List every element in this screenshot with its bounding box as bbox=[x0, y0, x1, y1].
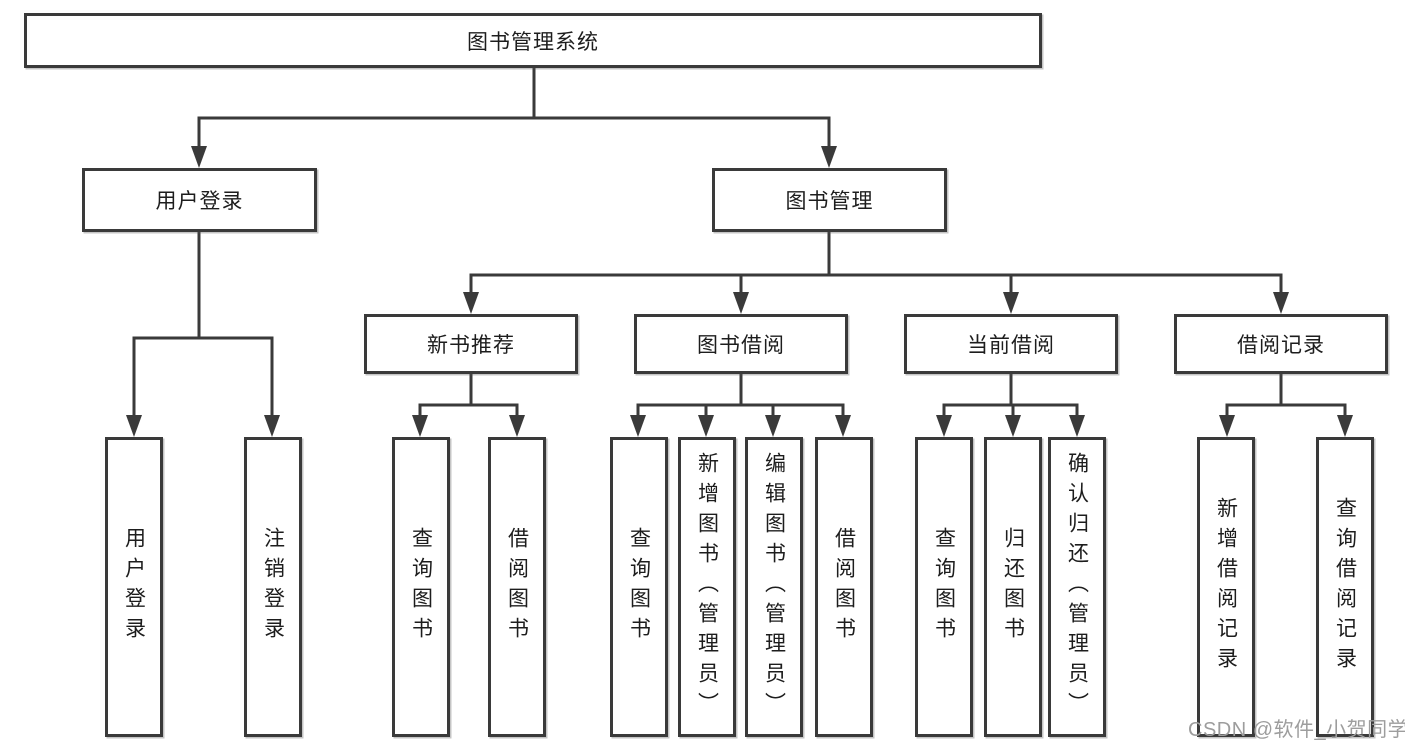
csdn-watermark: CSDN @软件_小贺同学 bbox=[1188, 719, 1405, 741]
node-label: 借阅图书 bbox=[505, 527, 529, 647]
node-label: 新增借阅记录 bbox=[1214, 497, 1238, 677]
edges-user-login bbox=[126, 230, 280, 437]
node-label: 确认归还（管理员） bbox=[1065, 452, 1089, 722]
leaf-cb-confirm-return-admin: 确认归还（管理员） bbox=[1048, 437, 1106, 737]
edges-current-borrow bbox=[936, 372, 1085, 437]
node-book-borrow: 图书借阅 bbox=[634, 314, 848, 374]
node-label: 图书管理 bbox=[785, 190, 874, 213]
node-label: 归还图书 bbox=[1001, 527, 1025, 647]
edges-book-mgmt bbox=[463, 230, 1289, 314]
leaf-user-login: 用户登录 bbox=[105, 437, 163, 737]
leaf-bb-query-books: 查询图书 bbox=[610, 437, 668, 737]
node-label: 编辑图书（管理员） bbox=[762, 452, 786, 722]
edges-book-borrow bbox=[630, 372, 851, 437]
leaf-logout: 注销登录 bbox=[244, 437, 302, 737]
node-new-book-recommend: 新书推荐 bbox=[364, 314, 578, 374]
node-label: 查询图书 bbox=[932, 527, 956, 647]
node-label: 图书管理系统 bbox=[467, 30, 599, 54]
node-label: 当前借阅 bbox=[967, 334, 1055, 357]
edges-root bbox=[191, 66, 837, 168]
leaf-bb-add-books-admin: 新增图书（管理员） bbox=[678, 437, 736, 737]
node-label: 借阅图书 bbox=[832, 527, 856, 647]
node-label: 查询借阅记录 bbox=[1333, 497, 1357, 677]
node-label: 注销登录 bbox=[261, 527, 285, 647]
node-label: 借阅记录 bbox=[1237, 334, 1325, 357]
edges-borrow-records bbox=[1219, 372, 1353, 437]
leaf-bb-edit-books-admin: 编辑图书（管理员） bbox=[745, 437, 803, 737]
node-label: 用户登录 bbox=[155, 190, 244, 213]
leaf-cb-return-books: 归还图书 bbox=[984, 437, 1042, 737]
leaf-rec-borrow-books: 借阅图书 bbox=[488, 437, 546, 737]
leaf-rec-query-books: 查询图书 bbox=[392, 437, 450, 737]
leaf-bb-borrow-books: 借阅图书 bbox=[815, 437, 873, 737]
node-current-borrow: 当前借阅 bbox=[904, 314, 1118, 374]
node-borrow-records: 借阅记录 bbox=[1174, 314, 1388, 374]
node-label: 用户登录 bbox=[122, 527, 146, 647]
leaf-br-add-record: 新增借阅记录 bbox=[1197, 437, 1255, 737]
node-book-management: 图书管理 bbox=[712, 168, 947, 232]
node-label: 新增图书（管理员） bbox=[695, 452, 719, 722]
node-root-system: 图书管理系统 bbox=[24, 13, 1042, 68]
node-label: 图书借阅 bbox=[697, 334, 785, 357]
edges-new-book-rec bbox=[412, 372, 525, 437]
leaf-cb-query-books: 查询图书 bbox=[915, 437, 973, 737]
node-label: 查询图书 bbox=[627, 527, 651, 647]
node-label: 查询图书 bbox=[409, 527, 433, 647]
leaf-br-query-record: 查询借阅记录 bbox=[1316, 437, 1374, 737]
node-user-login: 用户登录 bbox=[82, 168, 317, 232]
node-label: 新书推荐 bbox=[427, 334, 515, 357]
